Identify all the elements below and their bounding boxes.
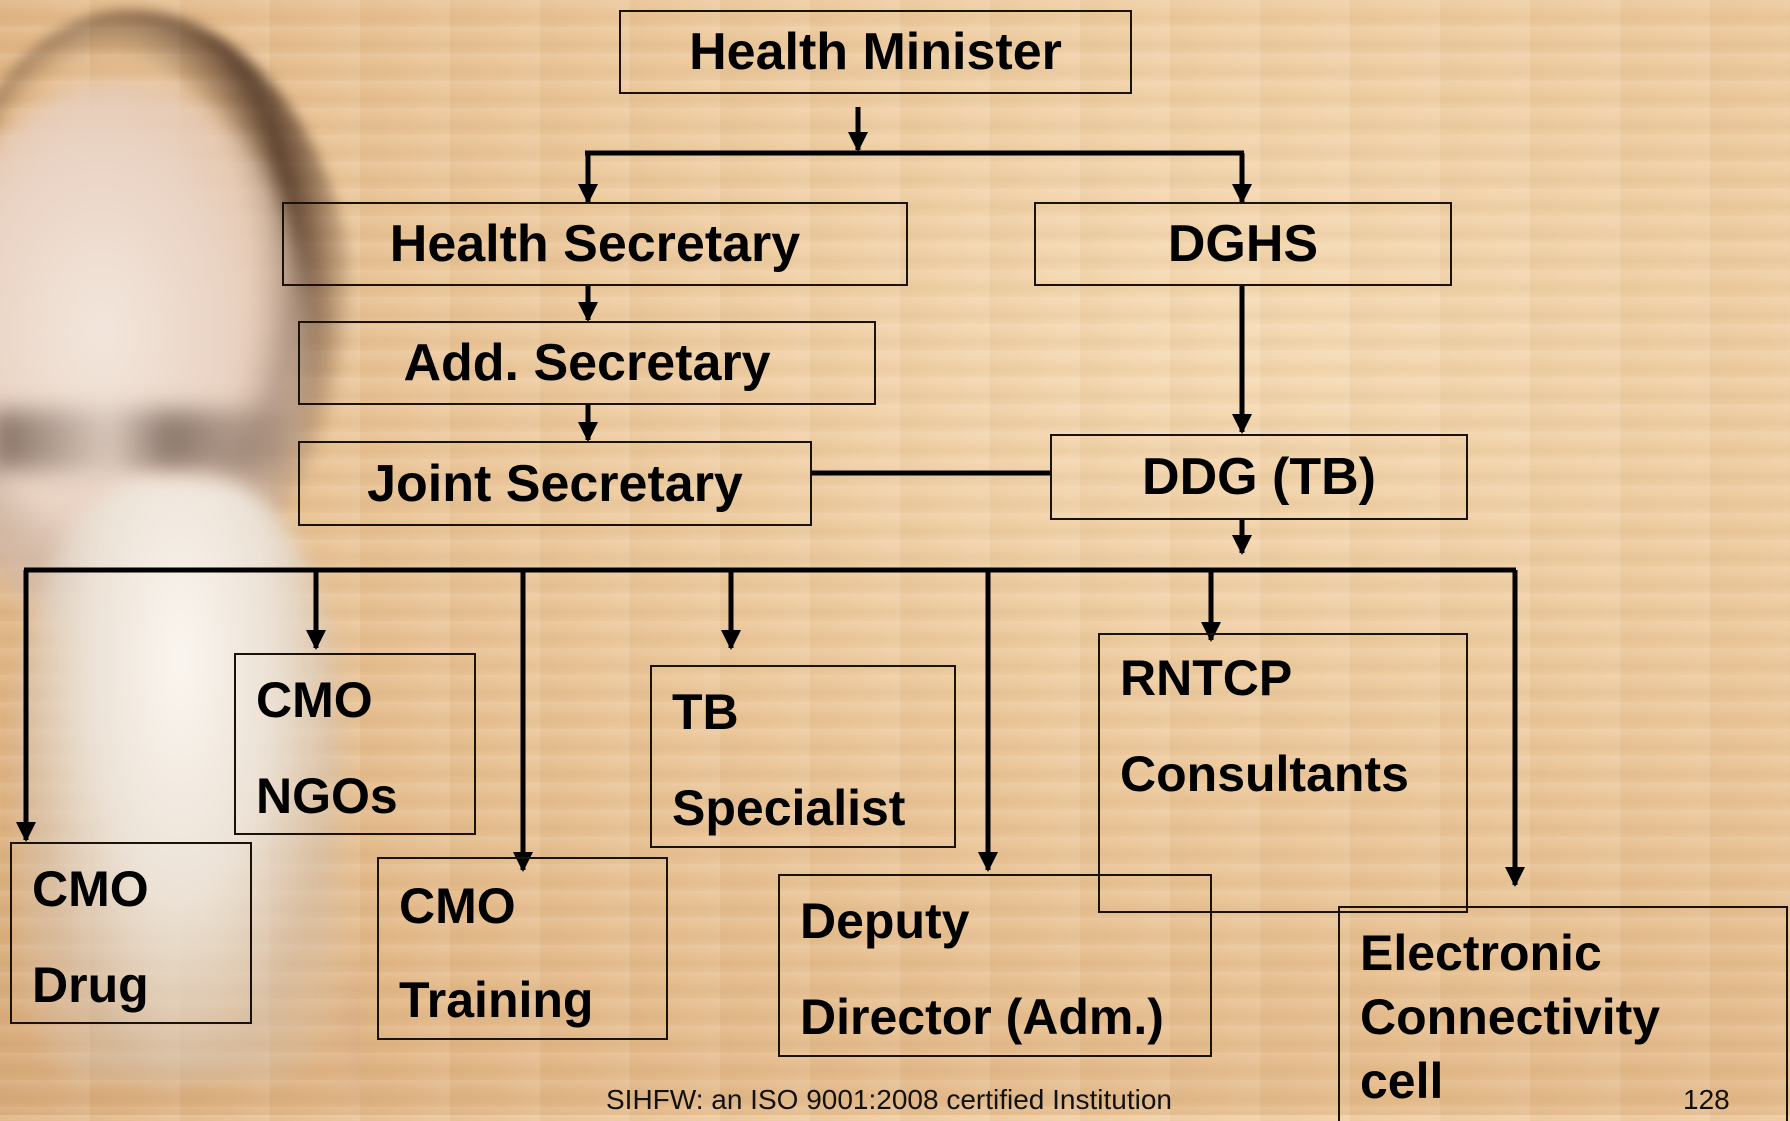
node-cmo-ngos: CMO NGOs <box>234 653 476 835</box>
node-label-line-2: Connectivity <box>1360 989 1661 1045</box>
node-electronic-cell: Electronic Connectivity cell <box>1338 906 1788 1121</box>
node-label-line-2: Training <box>399 972 594 1028</box>
background-photo <box>0 0 360 1115</box>
node-label: Health Secretary <box>389 215 801 273</box>
node-label-line-1: Electronic <box>1360 925 1602 981</box>
footer-institution: SIHFW: an ISO 9001:2008 certified Instit… <box>606 1084 1173 1115</box>
node-label-line-1: CMO <box>399 878 516 934</box>
node-label: DGHS <box>1167 215 1319 273</box>
node-dghs: DGHS <box>1034 202 1452 286</box>
node-label-line-1: RNTCP <box>1120 650 1293 706</box>
node-label-line-2: NGOs <box>256 768 398 824</box>
node-joint-secretary: Joint Secretary <box>298 441 812 526</box>
node-health-secretary: Health Secretary <box>282 202 908 286</box>
node-label: Joint Secretary <box>367 454 743 513</box>
node-cmo-drug: CMO Drug <box>10 842 252 1024</box>
node-tb-specialist: TB Specialist <box>650 665 956 848</box>
node-cmo-training: CMO Training <box>377 857 668 1040</box>
node-label-line-1: TB <box>672 684 739 740</box>
node-label: Health Minister <box>689 23 1062 81</box>
node-label: Add. Secretary <box>403 334 771 392</box>
node-rntcp-consultants: RNTCP Consultants <box>1098 633 1468 913</box>
node-label-line-1: Deputy <box>800 893 970 949</box>
node-deputy-director: Deputy Director (Adm.) <box>778 874 1212 1057</box>
node-label-line-2: Consultants <box>1120 746 1409 802</box>
node-label-line-1: CMO <box>256 672 373 728</box>
node-label: DDG (TB) <box>1142 448 1376 506</box>
photo-tissue <box>20 480 340 1080</box>
footer-page-number: 128 <box>1683 1084 1730 1115</box>
node-label-line-2: Drug <box>32 957 149 1013</box>
node-label-line-1: CMO <box>32 861 149 917</box>
node-health-minister: Health Minister <box>619 10 1132 94</box>
node-label-line-2: Specialist <box>672 780 906 836</box>
photo-eyes <box>0 410 290 470</box>
node-label-line-3: cell <box>1360 1053 1444 1109</box>
node-label-line-2: Director (Adm.) <box>800 989 1164 1045</box>
node-add-secretary: Add. Secretary <box>298 321 876 405</box>
node-ddg-tb: DDG (TB) <box>1050 434 1468 520</box>
